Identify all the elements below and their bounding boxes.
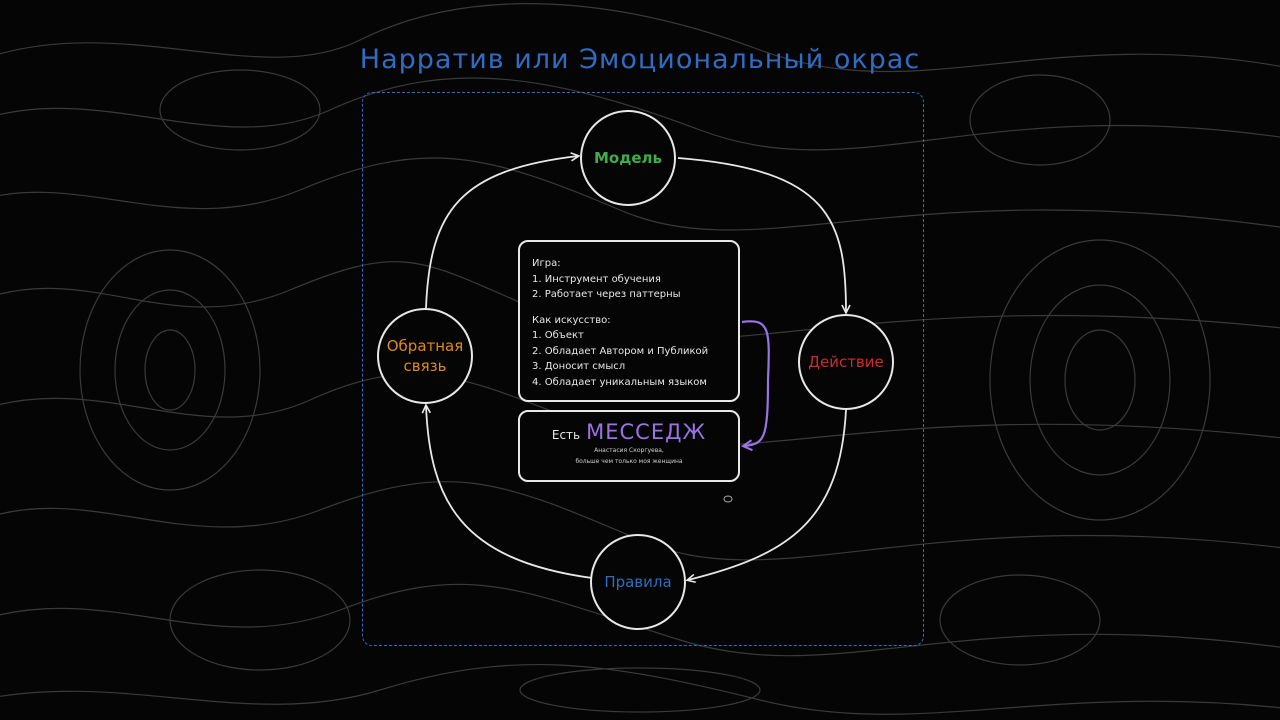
node-feedback-label: Обратная связь	[387, 336, 464, 376]
game-heading: Игра:	[532, 258, 561, 269]
small-mark	[723, 495, 733, 503]
arrow-model-to-action	[677, 157, 846, 312]
message-caption-line2: больше чем только моя женщина	[575, 458, 683, 465]
game-item: 1. Инструмент обучения	[532, 273, 661, 285]
node-rules-label: Правила	[604, 573, 672, 591]
info-box: Игра: 1. Инструмент обучения 2. Работает…	[518, 240, 740, 402]
cycle-arrows	[426, 156, 846, 580]
art-item: 3. Доносит смысл	[532, 361, 626, 372]
diagram-title: Нарратив или Эмоциональный окрас	[359, 44, 921, 75]
bracket-arrow	[742, 320, 770, 446]
message-box: Есть МЕССЕДЖ Анастасия Скоргуева, больше…	[518, 410, 740, 482]
node-feedback: Обратная связь	[377, 308, 473, 404]
arrow-action-to-rules	[688, 409, 847, 580]
message-prefix: Есть	[551, 428, 581, 442]
dashed-frame	[362, 92, 924, 646]
node-feedback-line2: связь	[403, 357, 447, 375]
node-model: Модель	[580, 110, 676, 206]
arrow-feedback-to-model	[425, 156, 578, 309]
node-model-label: Модель	[594, 149, 662, 167]
topographic-background	[0, 3, 1280, 715]
art-item: 1. Объект	[532, 330, 584, 341]
node-rules: Правила	[590, 534, 686, 630]
node-action: Действие	[798, 314, 894, 410]
art-heading: Как искусство:	[532, 314, 611, 326]
arrow-rules-to-feedback	[426, 406, 593, 579]
node-action-label: Действие	[808, 353, 884, 371]
message-word: МЕССЕДЖ	[586, 420, 707, 444]
art-item: 2. Обладает Автором и Публикой	[532, 345, 709, 357]
node-feedback-line1: Обратная	[386, 337, 464, 355]
message-caption-line1: Анастасия Скоргуева,	[594, 447, 664, 454]
game-item: 2. Работает через паттерны	[532, 289, 681, 300]
art-item: 4. Обладает уникальным языком	[532, 376, 707, 388]
